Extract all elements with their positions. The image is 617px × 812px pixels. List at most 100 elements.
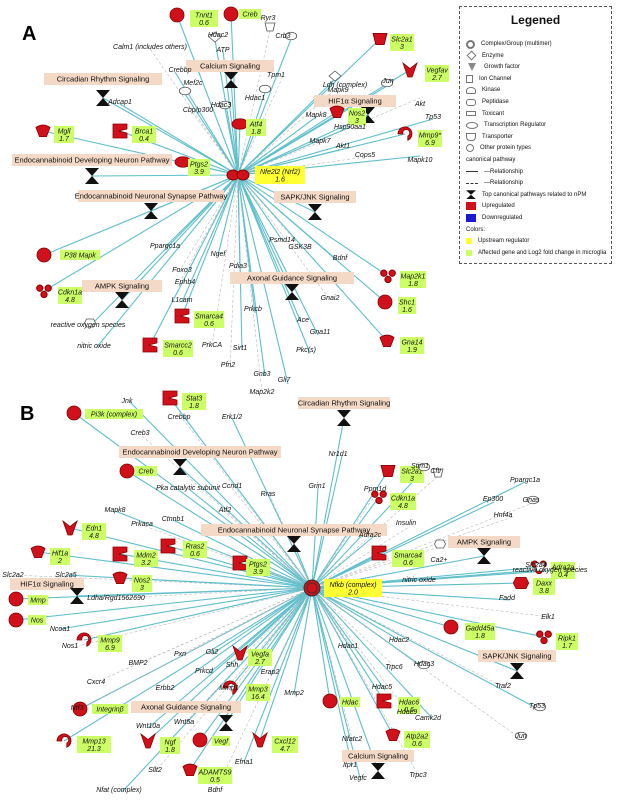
node-mmp2[interactable]: Mmp2 (284, 690, 304, 697)
node-ppm1d[interactable]: Ppm1d (364, 486, 387, 493)
node-ncoa1[interactable]: Ncoa1 (50, 626, 70, 633)
node-gna11[interactable]: Gna11 (310, 329, 331, 336)
node-mapk10[interactable]: Mapk10 (408, 157, 433, 164)
pathway-endocannabinoid-neuronal-synapse-pathway[interactable]: Endocannabinoid Neuronal Synapse Pathway (201, 524, 387, 536)
node-ldh-complex[interactable]: Ldh (complex) (323, 82, 367, 89)
gene-node-mmp9[interactable]: Mmp9*6.9 (397, 126, 442, 147)
node-nos1[interactable]: Nos1 (62, 643, 78, 650)
node-nr1d1[interactable]: Nr1d1 (328, 451, 347, 458)
gene-node-pi3k-complex[interactable]: Pi3k (complex) (66, 405, 143, 421)
node-tp53[interactable]: Tp53 (425, 114, 441, 121)
node-cftr[interactable]: Cftr (430, 468, 444, 478)
node-hdac5[interactable]: Hdac5 (372, 684, 392, 691)
node-hdac1[interactable]: Hdac1 (245, 84, 272, 102)
node-pka-catalytic-subunit[interactable]: Pka catalytic subunit (156, 485, 221, 492)
node-psmd14[interactable]: Psmd14 (269, 237, 295, 244)
node-grin1[interactable]: Grin1 (308, 483, 325, 490)
pathway-ampk-signaling[interactable]: AMPK Signaling (82, 280, 162, 292)
node-crb3[interactable]: Crb3 (275, 31, 298, 41)
node-gnai2[interactable]: Gnai2 (321, 295, 340, 302)
node-slc2a2[interactable]: Slc2a2 (2, 572, 24, 579)
pathway-endocannabinoid-developing-neuron-pathway[interactable]: Endocannabinoid Developing Neuron Pathwa… (12, 154, 172, 166)
node-pfn2[interactable]: Pfn2 (221, 362, 236, 369)
node-sllt2[interactable]: Sllt2 (148, 767, 162, 774)
node-mapk8[interactable]: Mapk8 (305, 112, 326, 119)
node-hnf4a[interactable]: Hnf4a (494, 512, 513, 519)
node-ppargc1a[interactable]: Ppargc1a (150, 243, 180, 250)
node-gnas[interactable]: Gnas (523, 495, 540, 505)
node-jun[interactable]: Jun (380, 78, 394, 88)
pathway-circadian-rhythm-signaling[interactable]: Circadian Rhythm Signaling (44, 73, 162, 85)
gene-node-hdac[interactable]: Hdac (322, 693, 360, 709)
node-ryr3[interactable]: Ryr3 (261, 15, 276, 32)
node-atf2[interactable]: Atf2 (218, 507, 232, 514)
pathway-sapk-jnk-signaling[interactable]: SAPK/JNK Signaling (478, 650, 556, 662)
node-wnt5a[interactable]: Wnt5a (174, 719, 194, 726)
node-prkca[interactable]: PrkCA (202, 342, 223, 349)
node-hdac2[interactable]: Hdac2 (389, 637, 409, 644)
node-ephb4[interactable]: Ephb4 (175, 279, 195, 286)
node-shh[interactable]: Shh (226, 662, 239, 669)
pathway-ampk-signaling[interactable]: AMPK Signaling (448, 536, 520, 548)
node-slc2a5[interactable]: Slc2a5 (55, 572, 77, 579)
node-creb3[interactable]: Creb3 (130, 430, 149, 437)
node-prkcd[interactable]: Prkcd (195, 668, 214, 675)
node-bdnf[interactable]: Bdnf (208, 787, 223, 794)
node-insulin[interactable]: Insulin (396, 520, 416, 527)
node-cbp-p300[interactable]: Cbp/p300 (183, 107, 213, 114)
node-erap2[interactable]: Erap2 (261, 669, 280, 676)
pathway-axonal-guidance-signaling[interactable]: Axonal Guidance Signaling (230, 272, 354, 284)
node-jnk[interactable]: Jnk (121, 398, 133, 405)
node-bdnf[interactable]: Bdnf (333, 255, 348, 262)
node-cops5[interactable]: Cops5 (355, 152, 375, 159)
node-camk2d[interactable]: Camk2d (415, 715, 442, 722)
node-ccnd1[interactable]: Ccnd1 (222, 483, 242, 490)
node-hdac2[interactable]: Hdac2 (208, 31, 228, 43)
node-hdac3[interactable]: Hdac3 (211, 100, 231, 110)
node-akt1[interactable]: Akt1 (335, 143, 350, 150)
pathway-hif1-signaling[interactable]: HIF1α Signaling (314, 95, 396, 107)
node-traf2[interactable]: Traf2 (495, 683, 511, 690)
node-adcap1[interactable]: Adcap1 (107, 99, 132, 106)
node-mapk7[interactable]: Mapk7 (309, 138, 331, 145)
node-hdac1[interactable]: Hdac1 (338, 643, 358, 650)
node-pdia3[interactable]: Pdia3 (229, 263, 247, 270)
node-ldha-rgd1562690[interactable]: Ldha/Rgd1562690 (87, 595, 145, 602)
node-foxo3[interactable]: Foxo3 (172, 267, 192, 274)
gene-node-mmp[interactable]: Mmp (8, 591, 48, 607)
node-pkc-s[interactable]: Pkc(s) (296, 347, 316, 354)
node-tpm1[interactable]: Tpm1 (267, 72, 285, 79)
node-jun[interactable]: Jun (514, 731, 528, 741)
node-hdac9[interactable]: Hdac9 (397, 709, 417, 716)
node-erk1-2[interactable]: Erk1/2 (222, 414, 242, 421)
node-mef2c[interactable]: Mef2c (178, 80, 203, 96)
node-crebbp[interactable]: Crebbp (168, 414, 191, 421)
node-nfatc2[interactable]: Nfatc2 (342, 736, 362, 743)
pathway-hif1-signaling[interactable]: HIF1α Signaling (10, 578, 84, 590)
node-sirt1[interactable]: Sirt1 (233, 345, 248, 352)
gene-node-integrin[interactable]: Integrinβ (72, 701, 128, 717)
node-ngef[interactable]: Ngef (211, 251, 227, 258)
node-map2k2[interactable]: Map2k2 (250, 389, 275, 396)
node-hdac3[interactable]: Hdac3 (414, 660, 434, 670)
node-akt[interactable]: Akt (414, 101, 426, 108)
node-nitric-oxide[interactable]: nitric oxide (402, 577, 436, 584)
